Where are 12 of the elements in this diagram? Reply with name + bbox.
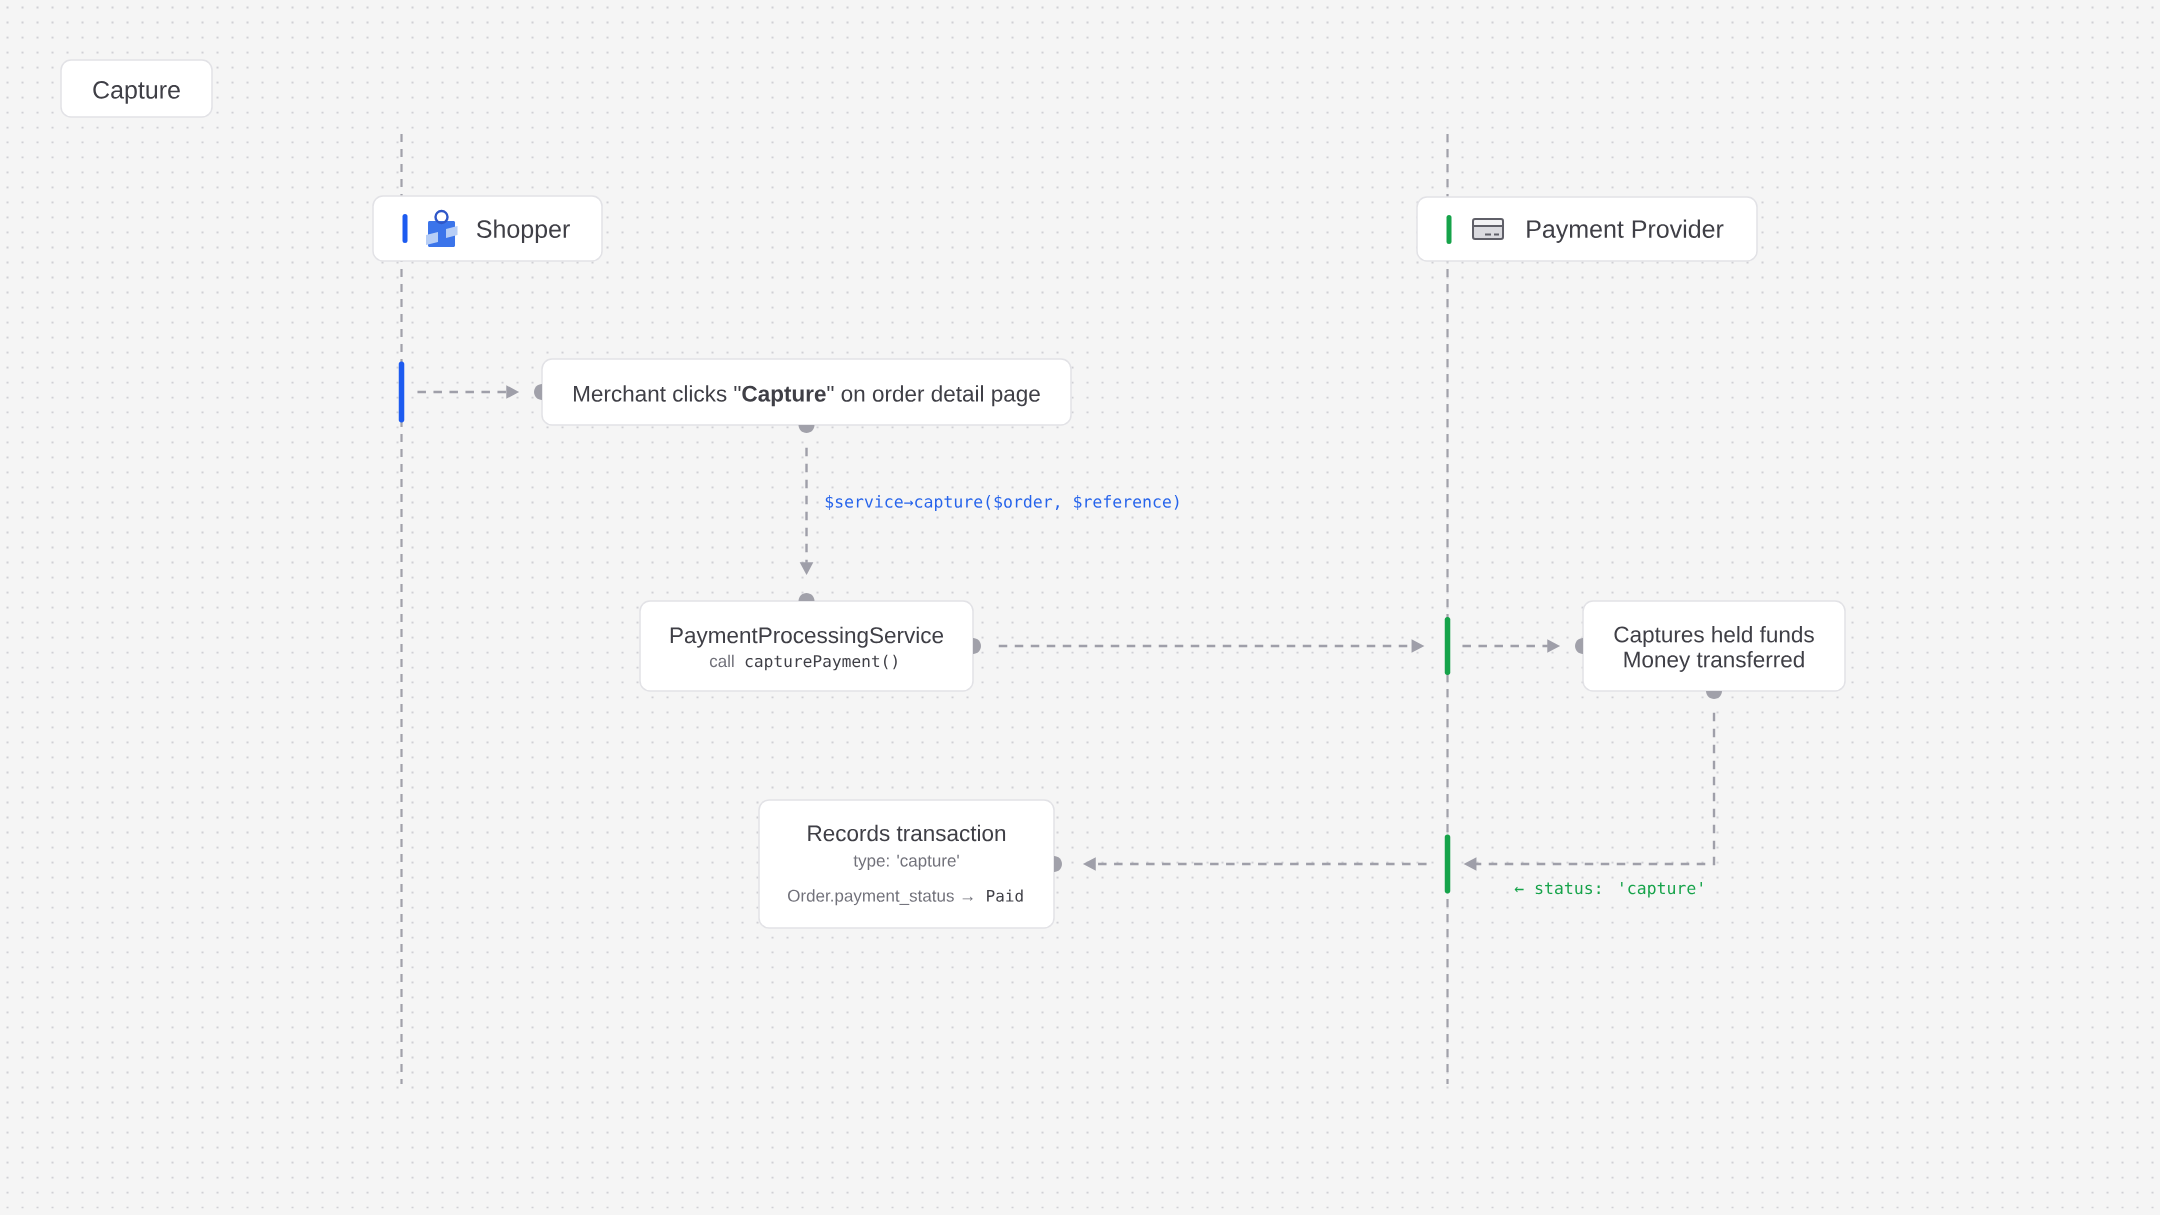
activation-bar [1444,617,1451,675]
activation-bar [1444,834,1451,894]
participant-box: Payment Provider [1416,196,1758,262]
step-box: Merchant clicks "Capture" on order detail page [541,358,1072,426]
edge-label: $service→capture($order, $reference) [822,493,1184,514]
step-box: Captures held funds Money transferred [1582,600,1846,692]
activation-bar [398,361,405,423]
title-box: Capture [60,59,213,118]
participant-box: Shopper [372,195,603,262]
step-box: Records transaction type: 'capture' Order.payment_status → Paid [758,799,1055,929]
edge-label: ← status: 'capture' [1512,879,1709,900]
step-box: PaymentProcessingService call capturePayment() [639,600,974,692]
